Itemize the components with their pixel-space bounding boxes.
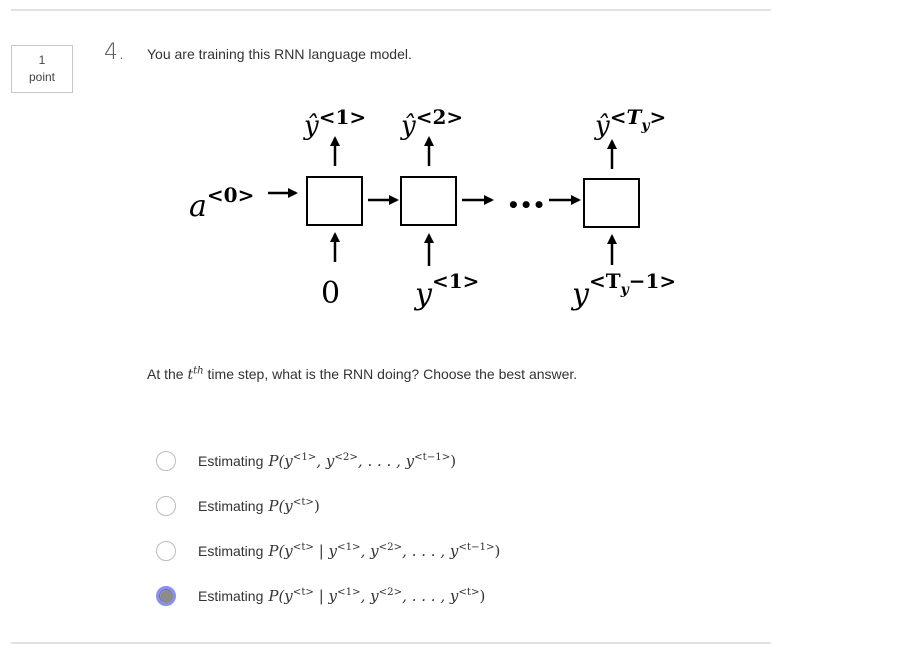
radio-button[interactable] [156, 585, 176, 606]
top-divider [11, 9, 771, 11]
radio-button[interactable] [156, 495, 176, 516]
answer-option-prefix: Estimating [198, 497, 264, 514]
answer-option-formula: P(y<t> | y<1>, y<2>, . . . , y<t>) [268, 586, 486, 605]
rnn-cell-ty [583, 178, 640, 228]
subquestion-text: At the tth time step, what is the RNN do… [147, 365, 578, 383]
answer-option-prefix: Estimating [198, 587, 264, 604]
input-label-ty-minus-1: y<Ty−1> [570, 269, 676, 312]
radio-button[interactable] [156, 450, 176, 471]
points-unit: point [28, 70, 56, 84]
question-prompt: You are training this RNN language model… [147, 46, 412, 62]
output-label-ty: ŷ<Ty> [594, 105, 666, 141]
output-label-1: ŷ<1> [303, 105, 366, 141]
rnn-diagram: ŷ<1> ŷ<2> ŷ<Ty> a<0> ••• 0 y<1> y<Ty−1> [189, 105, 676, 312]
input-label-0: 0 [321, 276, 340, 311]
points-box: 1 point [11, 45, 73, 93]
radio-button[interactable] [156, 540, 176, 561]
initial-activation-label: a<0> [189, 183, 254, 224]
answer-option-formula: P(y<1>, y<2>, . . . , y<t−1>) [268, 451, 457, 470]
question-number: 4. [104, 40, 125, 65]
rnn-cell-2 [400, 176, 457, 226]
answer-option-prefix: Estimating [198, 542, 264, 559]
output-label-2: ŷ<2> [400, 105, 463, 141]
answer-option-formula: P(y<t>) [268, 496, 320, 515]
bottom-divider [11, 642, 771, 644]
input-label-1: y<1> [413, 269, 479, 312]
points-value: 1 [38, 53, 46, 67]
answer-option-prefix: Estimating [198, 452, 264, 469]
rnn-cell-1 [306, 176, 363, 226]
answer-option-formula: P(y<t> | y<1>, y<2>, . . . , y<t−1>) [268, 541, 501, 560]
ellipsis-dots: ••• [507, 193, 545, 217]
